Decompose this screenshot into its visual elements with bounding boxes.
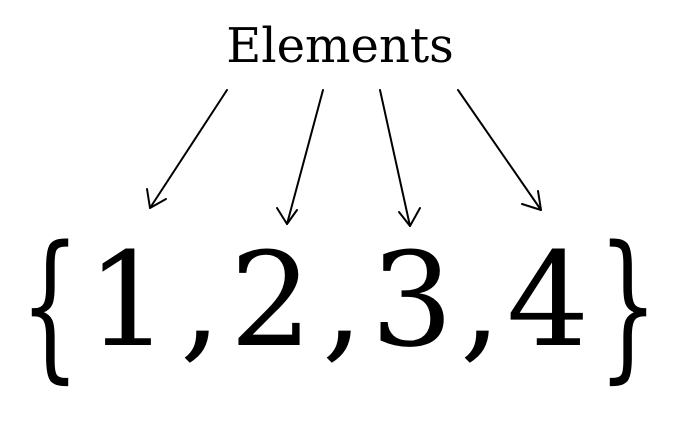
set-element-2: 2 [230,224,313,376]
elements-label: Elements [226,18,454,74]
arrow-to-element-1 [146,89,228,209]
close-brace: } [598,211,658,398]
comma-1: , [180,224,221,376]
comma-3: , [460,224,501,376]
arrow-to-element-4 [457,89,542,211]
arrow-to-element-2 [276,89,324,225]
set-element-4: 4 [507,224,590,376]
set-element-3: 3 [371,224,454,376]
arrow-to-element-3 [379,89,421,227]
open-brace: { [20,211,80,398]
comma-2: , [322,224,363,376]
set-element-1: 1 [87,224,170,376]
